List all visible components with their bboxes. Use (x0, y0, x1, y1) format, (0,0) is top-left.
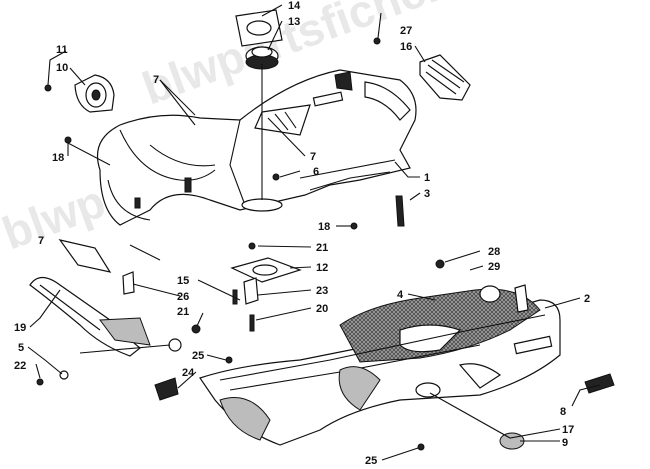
bolt-18-upper (64, 136, 72, 144)
callout-7b: 7 (310, 151, 316, 163)
callout-1: 1 (424, 172, 430, 184)
belly-pan-upper (96, 69, 417, 226)
callout-21a: 21 (316, 242, 328, 254)
callout-28: 28 (488, 246, 500, 258)
leader-lines (27, 4, 601, 461)
front-bumper (29, 239, 201, 386)
callout-4: 4 (397, 289, 404, 301)
callout-8: 8 (560, 406, 566, 418)
callout-15: 15 (177, 275, 189, 287)
air-duct (44, 74, 115, 113)
callout-14: 14 (288, 0, 301, 12)
callout-16: 16 (400, 41, 412, 53)
callout-18b: 18 (318, 221, 330, 233)
callout-18a: 18 (52, 152, 64, 164)
callout-25a: 25 (192, 350, 204, 362)
callout-20: 20 (316, 303, 328, 315)
belly-pan-lower (154, 259, 615, 451)
callout-26: 26 (177, 291, 189, 303)
callout-24: 24 (182, 367, 195, 379)
callout-27: 27 (400, 25, 412, 37)
top-plate-and-gasket (235, 9, 283, 70)
callout-2: 2 (584, 293, 590, 305)
callout-3: 3 (424, 188, 430, 200)
callout-7c: 7 (38, 235, 44, 247)
callout-labels: 14 13 27 16 11 10 7 7 18 6 1 3 18 7 21 1… (14, 0, 590, 467)
vent-grille (373, 37, 471, 101)
callout-10: 10 (56, 62, 68, 74)
callout-21b: 21 (177, 306, 189, 318)
callout-11: 11 (56, 44, 68, 56)
callout-12: 12 (316, 262, 328, 274)
callout-22: 22 (14, 360, 26, 372)
callout-29: 29 (488, 261, 500, 273)
callout-23: 23 (316, 285, 328, 297)
callout-17: 17 (562, 424, 574, 436)
callout-19: 19 (14, 322, 26, 334)
pin-3 (395, 195, 405, 227)
callout-25b: 25 (365, 455, 377, 467)
bolt-6 (272, 173, 280, 181)
callout-9: 9 (562, 437, 568, 449)
callout-13: 13 (288, 16, 300, 28)
callout-5: 5 (18, 342, 24, 354)
callout-6: 6 (313, 166, 319, 178)
mount-plate (230, 242, 302, 283)
callout-7a: 7 (153, 74, 159, 86)
